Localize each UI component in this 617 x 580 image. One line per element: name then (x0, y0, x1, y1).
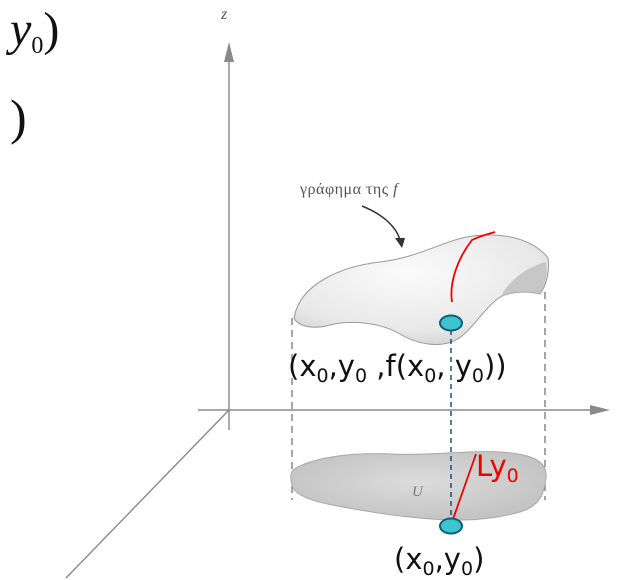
label-part: ,y (434, 542, 461, 576)
label-subscript: 0 (471, 365, 484, 387)
red-curve-on-surface (450, 231, 496, 303)
cropped-close-paren: ) (10, 89, 27, 145)
label-part: )) (483, 349, 507, 383)
graph-caption: γράφημα της f (300, 181, 398, 199)
label-subscript: 0 (354, 365, 368, 387)
region-label: U (412, 484, 423, 500)
surface-point-label: (x0,y0 ,f(x0, y0)) (288, 352, 507, 386)
cropped-formula-fragment: y0) (10, 3, 60, 59)
domain-point-marker (439, 517, 463, 535)
surface-fold-shading (500, 262, 547, 298)
red-line-in-domain (451, 453, 477, 523)
projection-lines (291, 292, 546, 500)
y-axis (198, 405, 610, 415)
z-axis (224, 42, 234, 430)
x-axis (65, 409, 230, 579)
fragment-variable: y (10, 3, 32, 56)
line-label-base: Ly (476, 449, 507, 483)
surface-point-marker (439, 314, 463, 332)
line-label: Ly0 (476, 452, 519, 486)
label-part: , y (436, 349, 472, 383)
label-subscript: 0 (460, 558, 474, 580)
graph-caption-function: f (393, 181, 399, 198)
label-subscript: 0 (422, 558, 435, 580)
label-part: (x (288, 349, 317, 383)
fragment-close-paren: ) (43, 3, 60, 56)
label-part: ,y (328, 349, 355, 383)
graph-caption-text: γράφημα της (300, 181, 389, 198)
z-axis-label: z (221, 6, 228, 23)
label-subscript: 0 (424, 365, 437, 387)
caption-arrow (361, 205, 405, 248)
line-label-subscript: 0 (506, 465, 519, 487)
label-subscript: 0 (316, 365, 329, 387)
domain-region (290, 451, 547, 521)
graph-surface (293, 234, 549, 345)
fragment-subscript: 0 (31, 33, 44, 59)
label-part: ) (473, 542, 485, 576)
label-part: (x (394, 542, 423, 576)
label-part: ,f(x (367, 349, 425, 383)
domain-point-label: (x0,y0) (394, 545, 484, 579)
